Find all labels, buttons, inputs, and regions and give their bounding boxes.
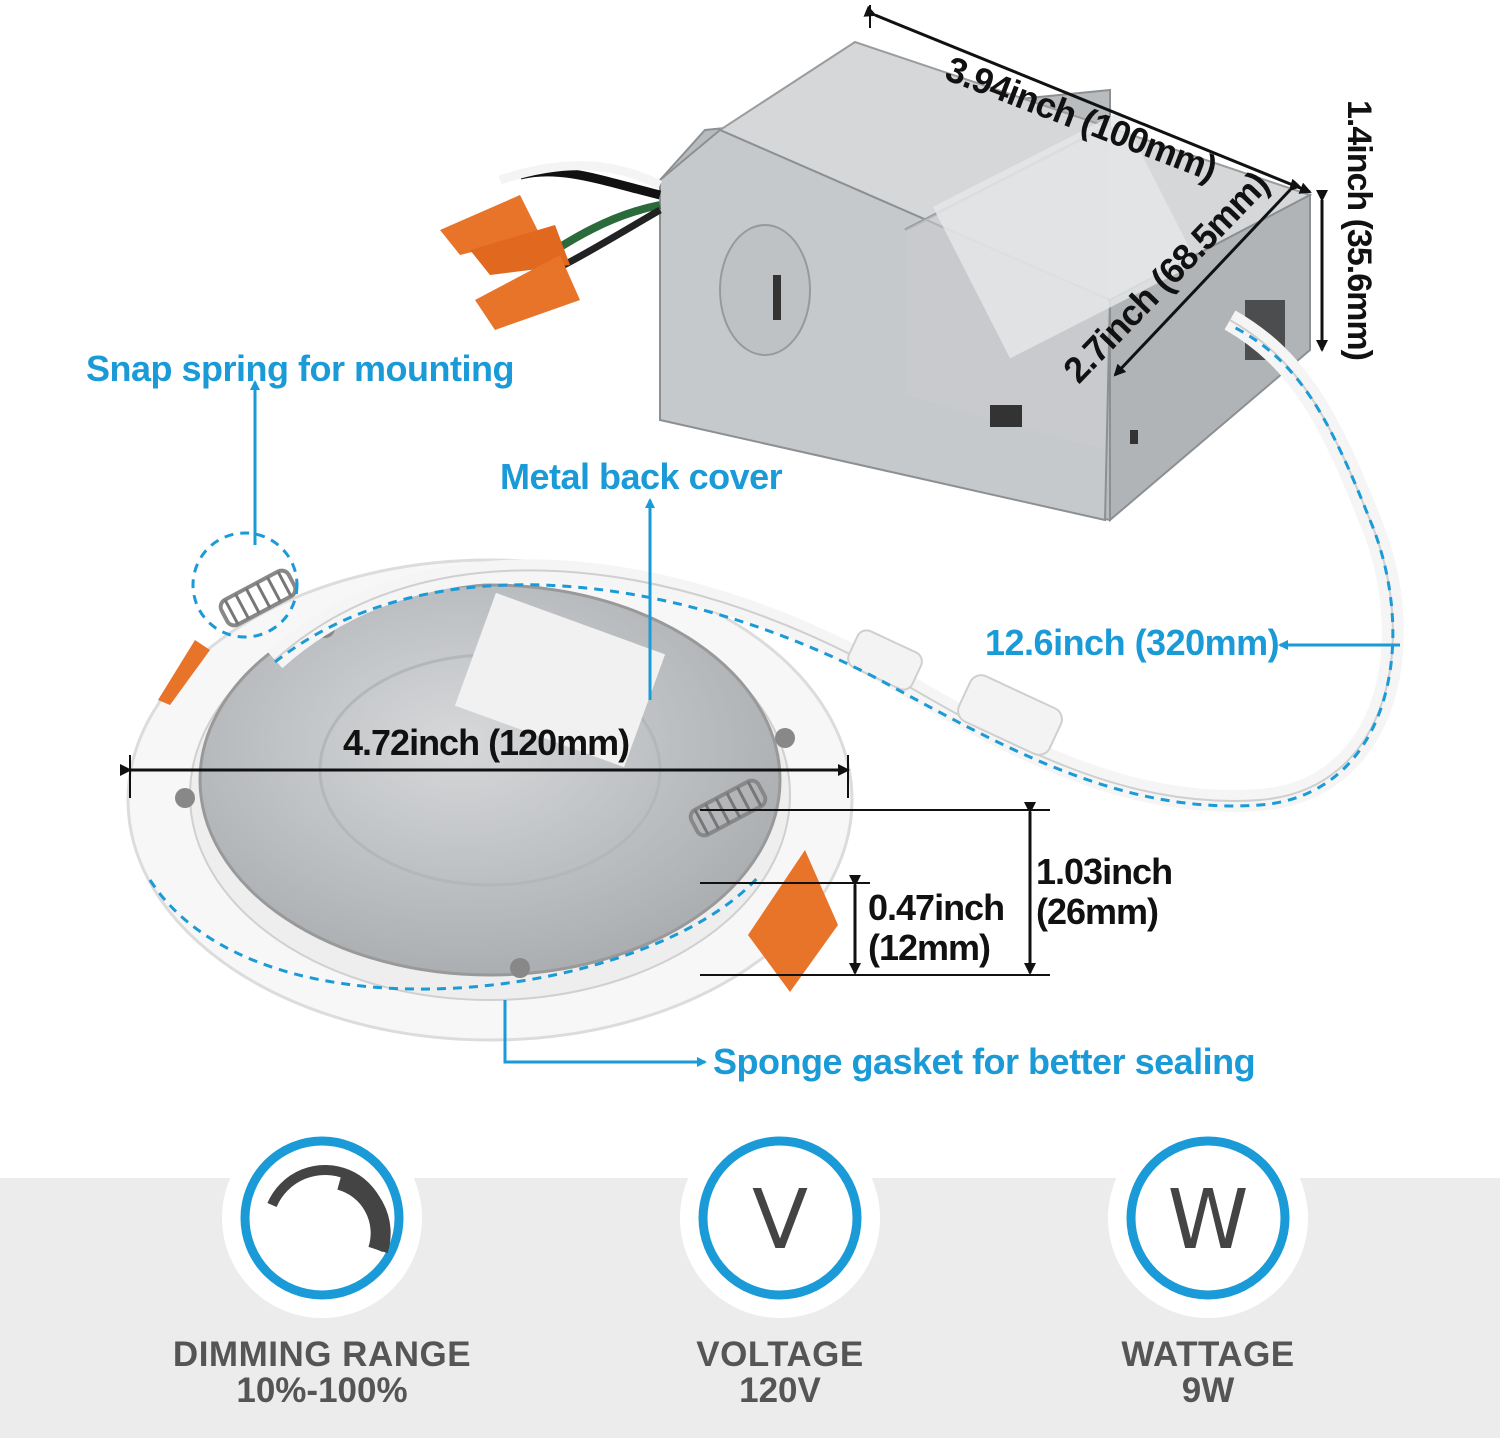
light-height-metric: (26mm) xyxy=(1036,891,1159,932)
spec-title-voltage: VOLTAGE xyxy=(696,1335,864,1374)
gasket-label: Sponge gasket for better sealing xyxy=(713,1041,1256,1082)
light-diameter-label: 4.72inch (120mm) xyxy=(343,722,630,763)
dashed-guides xyxy=(148,323,1395,991)
spring-icons xyxy=(158,568,838,992)
voltage-symbol: V xyxy=(752,1173,808,1268)
light-height-label: 1.03inch (26mm) xyxy=(1036,851,1173,932)
box-height-label: 1.4inch (35.6mm) xyxy=(1340,100,1378,360)
trim-height-value: 0.47inch xyxy=(868,887,1005,928)
cable-length-label: 12.6inch (320mm) xyxy=(985,622,1280,663)
downlight xyxy=(126,558,854,1042)
snap-spring-label: Snap spring for mounting xyxy=(86,348,514,389)
dimmer-arc-icon xyxy=(222,1118,422,1318)
spec-title-dimming: DIMMING RANGE xyxy=(172,1335,472,1374)
wattage-symbol: W xyxy=(1167,1173,1248,1268)
wattage-icon: W xyxy=(1108,1118,1308,1318)
dimension-lines xyxy=(120,5,1328,976)
back-cover-label: Metal back cover xyxy=(500,456,783,497)
junction-box xyxy=(659,40,1313,523)
trim-height-label: 0.47inch (12mm) xyxy=(868,887,1005,968)
spec-title-wattage: WATTAGE xyxy=(1121,1335,1295,1374)
wire-nut-icons xyxy=(440,195,580,330)
voltage-icon: V xyxy=(680,1118,880,1318)
spec-value-voltage: 120V xyxy=(739,1371,821,1410)
spec-value-wattage: 9W xyxy=(1181,1371,1235,1410)
light-height-value: 1.03inch xyxy=(1036,851,1173,892)
callout-arrows xyxy=(250,380,1400,1067)
trim-height-metric: (12mm) xyxy=(868,927,991,968)
spec-value-dimming: 10%-100% xyxy=(236,1371,408,1410)
